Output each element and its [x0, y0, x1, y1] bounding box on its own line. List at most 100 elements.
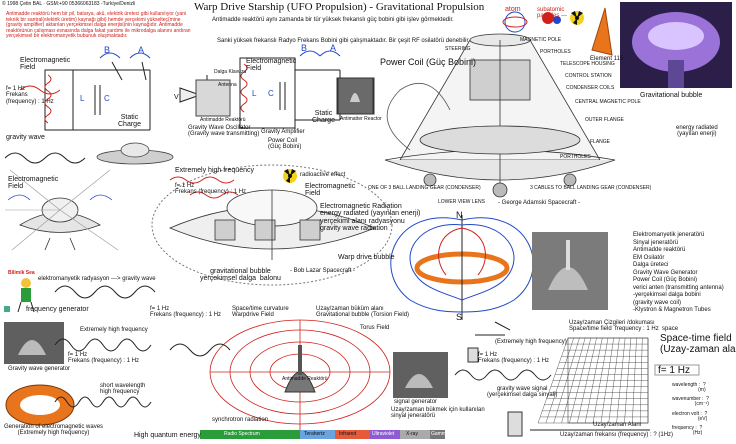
gravity-wave-label: gravity wave [6, 134, 45, 141]
uzay-signal-gen: Uzay/zaman bükmek için kullanılan sinyal… [391, 407, 485, 420]
spectrum-label-0: Radio Spectrum [224, 431, 260, 437]
circuit-left [19, 52, 151, 131]
right-list-item: -Klystron & Magnetron Tubes [633, 307, 711, 313]
subatomic-icon [542, 12, 554, 24]
inductor-l2: L [252, 89, 257, 98]
frequency-generator: frequency generator [26, 306, 89, 313]
freq-c: f= 1 Hz Frekans (frequency) : 1 Hz [478, 352, 550, 365]
node-a2: A [330, 43, 337, 53]
sc-label-5: OUTER FLANGE [585, 117, 624, 123]
intro-text: Antimadde reaktörü hem bir pil, batarya,… [6, 11, 191, 39]
adamski-caption: - George Adamski Spacecraft - [498, 200, 581, 206]
copyright: © 1998 Çetin BAL · GSM:+90 05366063183 -… [2, 1, 136, 7]
warp-bubble-label: Warp drive bubble [338, 254, 395, 261]
inductor-l: L [80, 94, 85, 103]
freq-b: f= 1 Hz Frekans (frequency) : 1 Hz [150, 306, 222, 319]
em-field-label: Electromagnetic Field [20, 57, 71, 72]
antimatter-reactor-label: Antimatter Reactor [340, 116, 382, 122]
static-charge-2: Static Charge [312, 110, 335, 125]
grid-line [600, 337, 614, 424]
short-wavelength: short wavelength high frequency [100, 383, 146, 396]
grav-bubble-label: gravitational bubble yerçekimsel dalga b… [200, 268, 281, 283]
gravity-wave-sine [54, 285, 156, 299]
sc-label-6: CENTRAL MAGNETIC POLE [575, 99, 641, 105]
grid-title: Uzay/zaman Çizgileri /dokuması Space/tim… [569, 320, 679, 333]
radioactive-icon-mid [283, 169, 297, 183]
antimadde-reaktoru-bottom: Antimadde Reaktörü [282, 376, 328, 382]
voltage-v: V [174, 94, 179, 101]
energy-radiated-label: energy radiated (yayılan enerji) [676, 125, 718, 138]
gw-signal-label: gravity wave signal (yerçekimsel dalga s… [487, 386, 558, 399]
uzay-frekans: Uzay/zaman frekansı (frequency) : ? (1Hz… [560, 432, 674, 438]
reactor-box-1 [195, 79, 231, 117]
capacitor-c2: C [268, 89, 274, 98]
south-pole: S [456, 312, 463, 322]
dalga-klavuzu: Dalga Klavuzu [214, 69, 247, 75]
right-list-item: Dalga üreteci [633, 262, 669, 268]
sc-label-12: 3 CABLES TO BALL LANDING GEAR (CONDENSER… [530, 185, 652, 191]
synchrotron-radiation: synchrotron radiation [212, 417, 269, 423]
node-b: B [104, 45, 111, 55]
ehf-wave [54, 338, 152, 352]
freq-middle: f= 1 Hz Frekans (frequency) : 1 Hz [175, 183, 247, 196]
sc-label-11: LOWER VIEW LENS [438, 199, 485, 205]
atom-label: atom [505, 6, 521, 13]
right-list-item: Gravity Wave Generator [633, 269, 698, 276]
high-quantum-energy: High quantum energy [134, 432, 201, 439]
ehf-label-2: (Extremely high frequency) [495, 339, 567, 345]
capacitor-c: C [104, 94, 110, 103]
electron-volt-label: electron volt : ? (eV) [672, 411, 708, 423]
magnetic-torus [390, 215, 534, 320]
spectrum-label-3: Ultraviolet [372, 431, 395, 437]
sc-label-7: FLANGE [590, 139, 611, 145]
node-b2: B [301, 43, 308, 53]
lazar-caption: - Bob Lazar Spacecraft - [290, 268, 356, 274]
em-radiation-label: Electromagnetic Radiation energy radiate… [320, 203, 421, 233]
freq-a: f= 1 Hz Frekans (frequency) : 1 Hz [68, 352, 140, 365]
power-coil-label: Power Coil (Güç Bobini) [380, 57, 477, 67]
subtitle-tr: Antimadde reaktörü aynı zamanda bir tür … [212, 17, 454, 23]
right-list-item: Power Coil (Güç Bobini) [633, 277, 698, 283]
wavenumber-label: wavenumber : ? (cm⁻¹) [672, 396, 709, 408]
space-time-field: Space-time field (Uzay-zaman alanı) [660, 333, 736, 355]
ehf-label: Extremely high frequency [80, 327, 148, 333]
right-list-item: Sinyal jeneratörü [633, 239, 679, 246]
extremely-high-frequency: Extremely high frequency [175, 167, 254, 174]
sc-label-2: TELESCOPE HOUSING [560, 61, 615, 67]
sc-label-0: MAGNETIC POLE [520, 37, 562, 43]
element-115-label: Element 115 [590, 56, 624, 62]
grid-line [616, 337, 626, 424]
right-list-item: -yerçekimsel dalga bobini [633, 292, 701, 298]
em-field-mid: Electromagnetic Field [305, 183, 356, 198]
sc-label-9: STEERING [445, 46, 471, 52]
right-list-item: EM Osilatör [633, 254, 665, 261]
element-115-shard [591, 7, 613, 56]
right-list-item: Elektromanyetik jeneratörü [633, 232, 705, 238]
right-list-item: (gravity wave coil) [633, 299, 682, 306]
sc-label-10: ONE OF 3 BALL LANDING GEAR (CONDENSER) [368, 185, 481, 191]
field-lines-left [5, 169, 119, 251]
em-field-left: Electromagnetic Field [8, 176, 59, 191]
uzay-zaman-bukum: Uzay/zaman büküm alanı Gravitational bub… [316, 306, 410, 319]
signal-generator-label: signal generator [394, 399, 438, 405]
frequency-q-label: frequency : ? (Hz) [672, 425, 703, 437]
saucer-small [96, 142, 174, 165]
page-title: Warp Drive Starship (UFO Propulsion) - G… [194, 1, 485, 13]
spacetime-curvature: Space/time curvature Warpdrive Field [232, 306, 289, 319]
grid-line [632, 337, 637, 424]
short-wave [54, 396, 152, 408]
torus-field: Torus Field [360, 325, 390, 331]
gw-generator-label: Gravity wave generator [8, 366, 71, 372]
em-waves-generation: Generation of electromagnetic waves (Ext… [4, 424, 104, 437]
f-1hz: f= 1 Hz [658, 365, 690, 376]
em-field-label-2: Electromagnetic Field [246, 58, 297, 73]
subtitle-tr2: Sanki yüksek frekanslı Radyo Frekans Bob… [217, 38, 470, 44]
em-radiation-wave: elektromanyetik radyasyon ---> gravity w… [38, 276, 156, 282]
gravitational-bubble-label: Gravitational bubble [640, 92, 703, 99]
adamski-spacecraft [384, 33, 616, 198]
sc-label-3: CONTROL STATION [565, 73, 612, 79]
uzay-alani: Uzay/zaman Alanı [593, 422, 642, 428]
